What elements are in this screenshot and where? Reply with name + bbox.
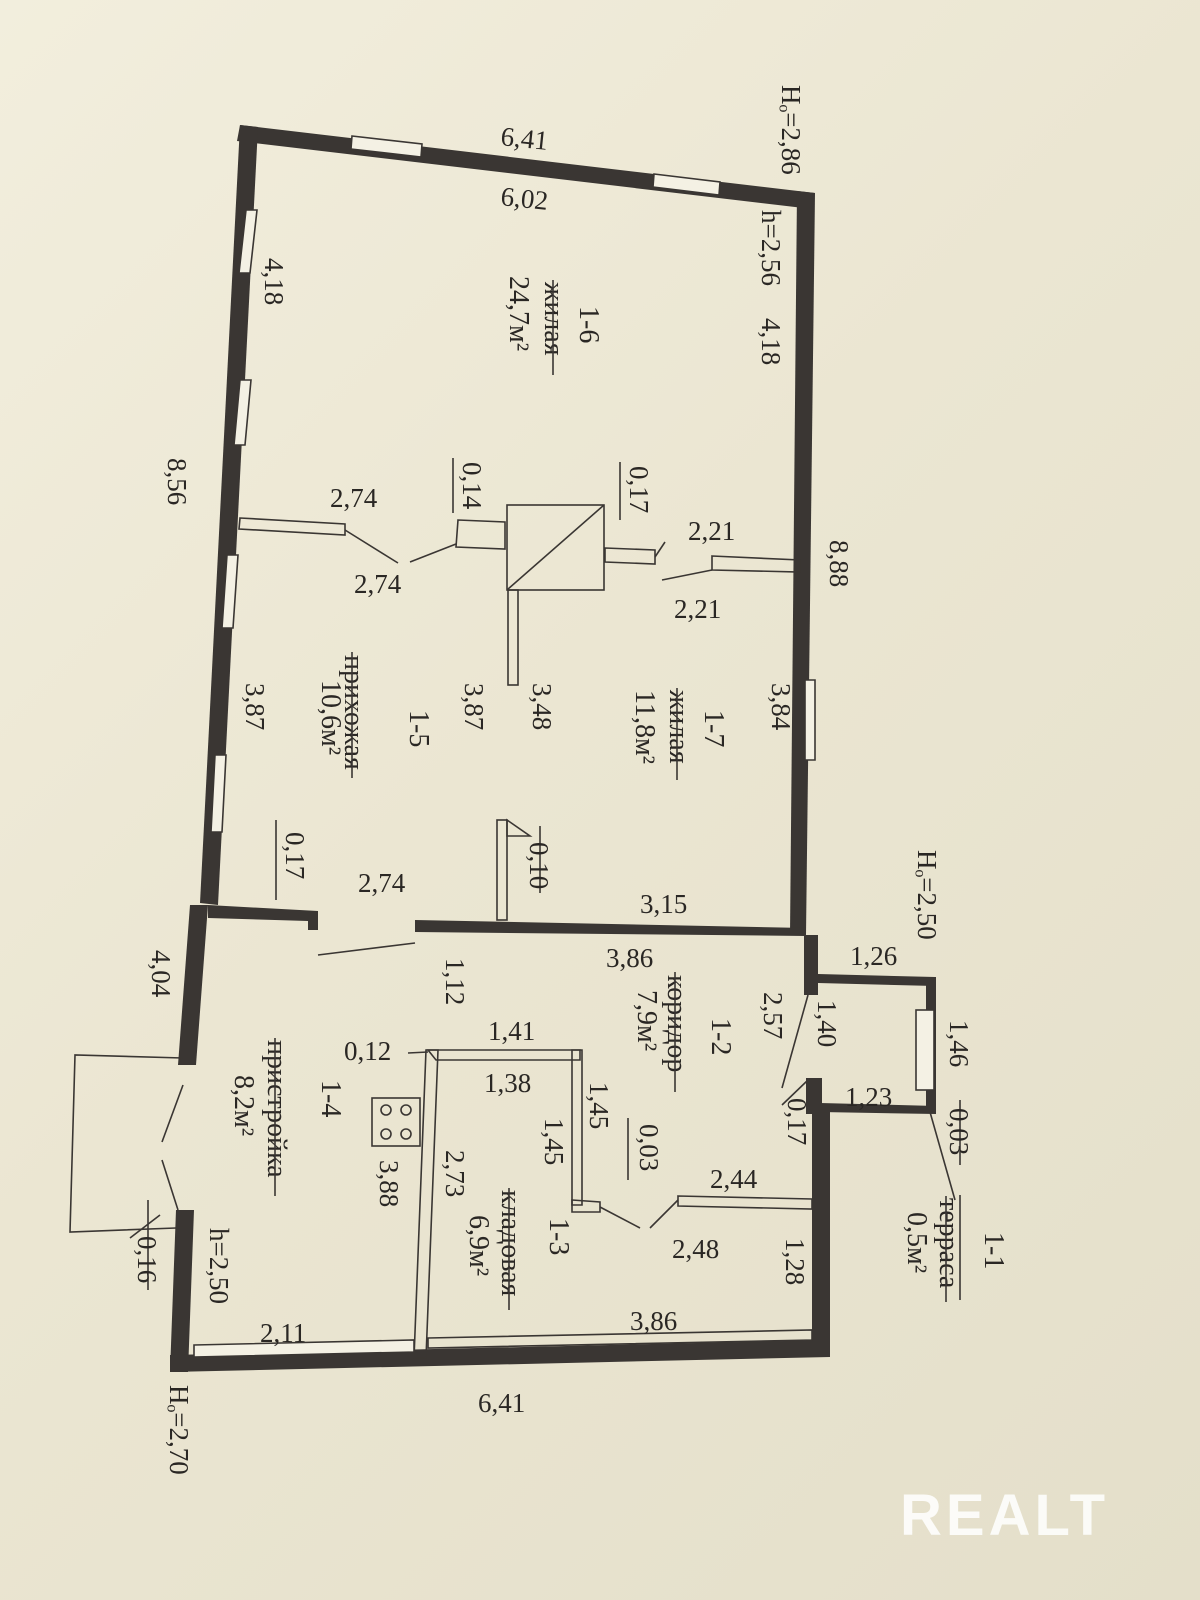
dim-corridor-244: 2,44 — [710, 1164, 758, 1194]
dim-pantry-012: 0,12 — [344, 1036, 391, 1066]
dim-room15-right: 3,87 — [459, 683, 489, 730]
room-1-5: 1-5 прихожая 10,6м² — [315, 652, 434, 778]
label-underlines — [147, 458, 961, 1300]
dim-partition-right-upper: 2,21 — [688, 516, 735, 546]
dim-corner-top-right: Hₒ=2,86 — [776, 85, 806, 175]
stove-icon — [371, 1097, 421, 1147]
windows — [193, 135, 935, 1358]
dim-partition-014: 0,14 — [457, 462, 487, 510]
dim-right-total: 8,88 — [824, 540, 854, 587]
room-1-4-name: пристройка — [261, 1040, 292, 1178]
room-1-7-id: 1-7 — [698, 710, 729, 747]
room-1-1-id: 1-1 — [978, 1232, 1009, 1269]
dim-annex-404: 4,04 — [146, 950, 176, 998]
dim-annex-388: 3,88 — [374, 1160, 404, 1207]
room-1-6: 1-6 жилая 24,7м² — [503, 276, 604, 375]
dim-room15-left: 3,87 — [240, 683, 270, 730]
dim-partition-left-upper: 2,74 — [330, 483, 378, 513]
room-1-6-area: 24,7м² — [503, 276, 534, 351]
room-labels: 1-6 жилая 24,7м² 1-5 прихожая 10,6м² 1-7… — [228, 276, 1009, 1310]
watermark-logo: REALT — [900, 1483, 1109, 1548]
dim-bottom-total: 6,41 — [478, 1388, 525, 1418]
room-1-1-area: 0,5м² — [901, 1212, 932, 1273]
dim-corridor-140: 1,40 — [812, 1000, 842, 1047]
room-1-7: 1-7 жилая 11,8м² — [629, 688, 729, 780]
room-1-5-name: прихожая — [338, 655, 369, 770]
dim-door-112: 1,12 — [440, 958, 470, 1005]
interior-walls — [208, 504, 813, 1359]
room-1-7-area: 11,8м² — [629, 690, 660, 764]
dim-terrace-123: 1,23 — [845, 1082, 892, 1112]
dim-wall-017-lower: 0,17 — [280, 832, 310, 879]
dim-pantry-top: 1,41 — [488, 1016, 535, 1046]
dim-top-inner: 6,02 — [499, 181, 549, 216]
room-1-5-area: 10,6м² — [315, 680, 346, 755]
room-1-2-name: коридор — [661, 975, 692, 1072]
dim-room15-bottom: 2,74 — [358, 868, 406, 898]
dim-pantry-145a: 1,45 — [584, 1082, 614, 1129]
dim-top-outer: 6,41 — [499, 121, 549, 156]
dim-room17-left: 3,48 — [527, 683, 557, 730]
room-1-3: 1-3 кладовая 6,9м² — [463, 1188, 574, 1310]
door-swings — [69, 529, 956, 1239]
room-1-3-area: 6,9м² — [463, 1215, 494, 1276]
dim-terrace-146: 1,46 — [944, 1020, 974, 1067]
room-1-4: 1-4 пристройка 8,2м² — [228, 1038, 346, 1196]
dim-room17-right: 3,84 — [766, 683, 796, 731]
dim-height-room16: h=2,56 — [756, 210, 786, 286]
dim-right-room16: 4,18 — [756, 318, 786, 365]
dim-corridor-257: 2,57 — [758, 992, 788, 1039]
dim-pantry-273: 2,73 — [440, 1150, 470, 1197]
dim-pantry-248: 2,48 — [672, 1234, 719, 1264]
dim-pantry-bottom: 3,86 — [630, 1306, 677, 1336]
room-1-3-id: 1-3 — [543, 1218, 574, 1255]
dim-left-room16: 4,18 — [259, 258, 289, 305]
room-1-5-id: 1-5 — [403, 710, 434, 747]
room-1-4-area: 8,2м² — [228, 1075, 259, 1136]
room-1-2: 1-2 коридор 7,9м² — [631, 972, 736, 1092]
dim-pantry-003: 0,03 — [634, 1124, 664, 1171]
dimension-labels: 6,41 6,02 Hₒ=2,86 h=2,56 4,18 4,18 8,56 … — [132, 85, 974, 1475]
dim-left-total: 8,56 — [162, 458, 192, 505]
room-1-6-id: 1-6 — [573, 306, 604, 343]
dim-terrace-top: 1,26 — [850, 941, 897, 971]
dim-corner-bottom-left: Hₒ=2,70 — [164, 1385, 194, 1475]
room-1-4-id: 1-4 — [315, 1080, 346, 1117]
dim-pantry-138: 1,38 — [484, 1068, 531, 1098]
dim-annex-211: 2,11 — [260, 1318, 306, 1348]
dim-partition-017-upper: 0,17 — [624, 466, 654, 513]
dim-wall-010: 0,10 — [524, 842, 554, 889]
room-1-2-id: 1-2 — [705, 1018, 736, 1055]
dim-terrace-height: Hₒ=2,50 — [912, 850, 942, 940]
dim-pantry-145b: 1,45 — [539, 1118, 569, 1165]
room-1-3-name: кладовая — [495, 1190, 526, 1297]
dim-corridor-017: 0,17 — [782, 1098, 812, 1145]
room-1-1-name: терраса — [933, 1198, 964, 1289]
room-1-7-name: жилая — [663, 689, 694, 764]
dim-annex-height: h=2,50 — [204, 1228, 234, 1304]
room-1-1: 1-1 терраса 0,5м² — [901, 1196, 1009, 1302]
dim-partition-right-lower: 2,21 — [674, 594, 721, 624]
room-1-2-area: 7,9м² — [631, 990, 662, 1051]
dim-partition-left-lower: 2,74 — [354, 569, 402, 599]
dim-room17-bottom: 3,15 — [640, 889, 687, 919]
dim-pantry-128: 1,28 — [780, 1238, 810, 1285]
dim-corridor-top: 3,86 — [606, 943, 653, 973]
dim-annex-016: 0,16 — [132, 1236, 162, 1283]
dim-terrace-003: 0,03 — [944, 1108, 974, 1155]
